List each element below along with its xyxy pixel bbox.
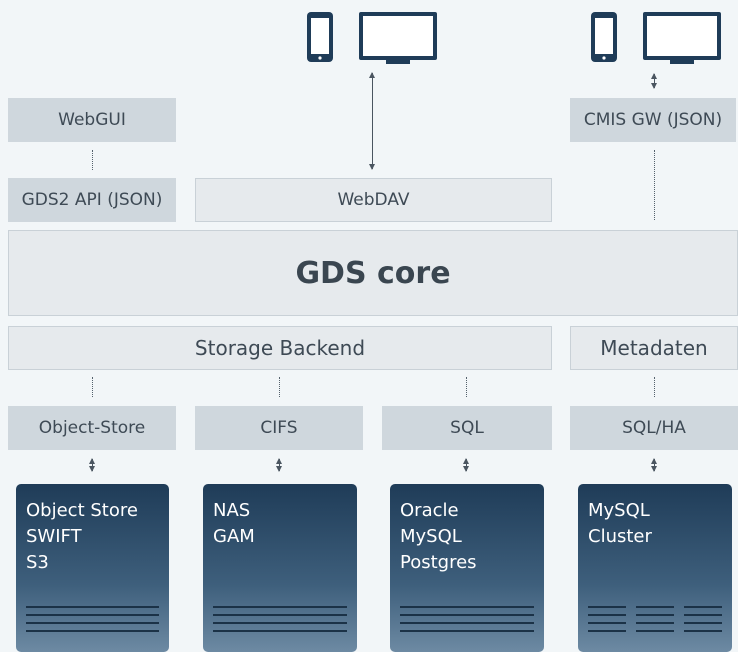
database-line: S3 bbox=[26, 552, 49, 573]
sql-arrow bbox=[463, 458, 469, 472]
webdav-label: WebDAV bbox=[337, 190, 410, 210]
webgui-connector bbox=[92, 150, 93, 170]
database-line: Cluster bbox=[588, 526, 652, 547]
database-line: Object Store bbox=[26, 500, 138, 521]
sql-connector-line bbox=[466, 377, 467, 397]
sql-label: SQL bbox=[450, 418, 484, 438]
database-line: Postgres bbox=[400, 552, 477, 573]
phone-icon bbox=[591, 12, 617, 62]
database-stripes bbox=[400, 606, 534, 638]
sql-ha-box: SQL/HA bbox=[570, 406, 738, 450]
database-stripes bbox=[213, 606, 347, 638]
webdav-box: WebDAV bbox=[195, 178, 552, 222]
sql-ha-connector-line bbox=[654, 377, 655, 397]
sql-ha-label: SQL/HA bbox=[622, 418, 686, 438]
phone-icon bbox=[307, 12, 333, 62]
storage-backend-box: Storage Backend bbox=[8, 326, 552, 370]
database-stripes bbox=[26, 606, 159, 638]
webgui-box: WebGUI bbox=[8, 98, 176, 142]
webdav-arrow bbox=[369, 72, 375, 170]
database-line: MySQL bbox=[588, 500, 650, 521]
cmis-gw-label: CMIS GW (JSON) bbox=[583, 110, 723, 130]
object-store-database: Object Store SWIFT S3 bbox=[16, 484, 169, 652]
database-line: GAM bbox=[213, 526, 255, 547]
gds2-api-box: GDS2 API (JSON) bbox=[8, 178, 176, 222]
sql-box: SQL bbox=[382, 406, 552, 450]
object-store-connector-box: Object-Store bbox=[8, 406, 176, 450]
cmis-connector bbox=[654, 150, 655, 220]
gds-core-box: GDS core bbox=[8, 230, 738, 316]
metadaten-box: Metadaten bbox=[570, 326, 738, 370]
metadaten-label: Metadaten bbox=[600, 336, 708, 360]
cifs-label: CIFS bbox=[260, 418, 298, 438]
cmis-arrow bbox=[651, 73, 657, 89]
object-store-connector-label: Object-Store bbox=[38, 418, 146, 438]
monitor-icon bbox=[643, 12, 721, 64]
client-devices-webdav bbox=[307, 12, 437, 64]
sql-ha-arrow bbox=[651, 458, 657, 472]
sql-database: Oracle MySQL Postgres bbox=[390, 484, 544, 652]
mysql-cluster-database: MySQL Cluster bbox=[578, 484, 732, 652]
cifs-arrow bbox=[276, 458, 282, 472]
cifs-connector-line bbox=[279, 377, 280, 397]
client-devices-cmis bbox=[591, 12, 721, 64]
nas-database: NAS GAM bbox=[203, 484, 357, 652]
monitor-icon bbox=[359, 12, 437, 64]
cifs-box: CIFS bbox=[195, 406, 363, 450]
gds2-api-label: GDS2 API (JSON) bbox=[21, 190, 163, 210]
object-store-connector-line bbox=[92, 377, 93, 397]
database-line: Oracle bbox=[400, 500, 459, 521]
database-line: NAS bbox=[213, 500, 251, 521]
webgui-label: WebGUI bbox=[58, 110, 126, 130]
database-line: SWIFT bbox=[26, 526, 82, 547]
storage-backend-label: Storage Backend bbox=[194, 336, 366, 360]
gds-core-label: GDS core bbox=[295, 255, 451, 291]
cmis-gw-box: CMIS GW (JSON) bbox=[570, 98, 736, 142]
database-line: MySQL bbox=[400, 526, 462, 547]
cluster-stripes bbox=[588, 606, 722, 632]
object-store-arrow bbox=[89, 458, 95, 472]
